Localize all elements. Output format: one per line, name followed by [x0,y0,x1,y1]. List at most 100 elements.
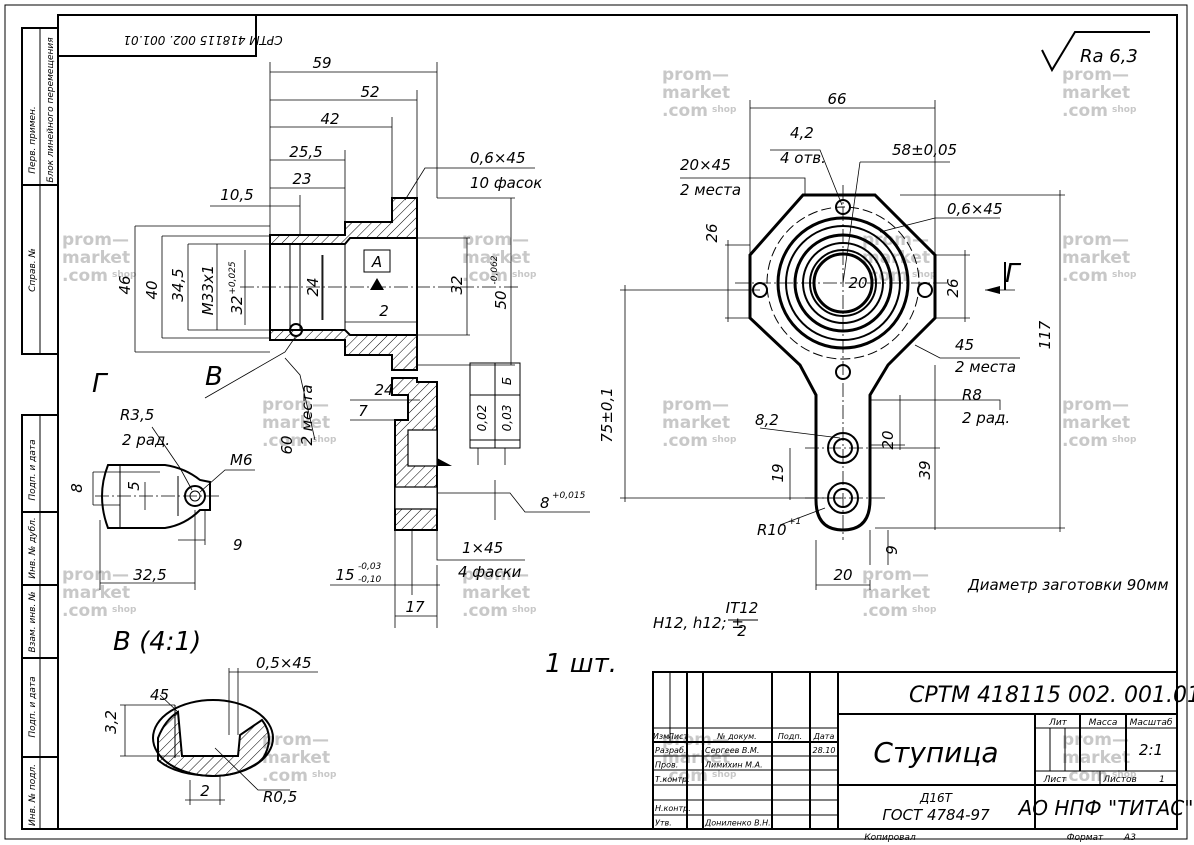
tb-header-cell: Дата [813,732,835,741]
tb-signer-name: Дониленко В.Н. [704,819,771,828]
watermark-text: .com [1062,766,1108,786]
dim-26a: 26 [703,223,721,242]
watermark-text: .com [862,601,908,621]
dim-60: 60 [278,435,296,454]
dim-4-2-note: 4 отв. [780,149,826,167]
dim-8: 8 [540,494,550,512]
tb-header-cell: Лист [667,732,689,741]
watermark-text: market [262,748,330,768]
dim-20b: 20 [879,430,897,449]
dim-19: 19 [769,463,787,482]
label-inv-podl: Инв. № подл. [28,764,38,826]
watermark-shop: shop [312,770,337,780]
watermark-text: market [1062,83,1130,103]
watermark-text: prom— [662,65,729,85]
watermark-shop: shop [1112,770,1137,780]
watermark-text: prom— [1062,395,1129,415]
watermark-shop: shop [1112,435,1137,445]
watermark-text: market [862,583,930,603]
watermark-shop: shop [112,270,137,280]
watermark-text: .com [262,766,308,786]
part-name: Ступица [873,736,998,769]
watermark-shop: shop [712,770,737,780]
label-podp-data-2: Подп. и дата [28,676,38,737]
watermark-text: prom— [262,730,329,750]
tb-header-cell: № докум. [716,732,756,741]
col-lit: Лит [1048,718,1068,728]
dim-117: 117 [1036,320,1054,349]
tb-header-cell: Подп. [778,732,802,741]
dim-52: 52 [360,83,379,101]
dim-20c: 20 [833,566,852,584]
watermark: prom—market.com shop [262,730,337,786]
sheets-label: Листов [1102,775,1137,785]
dim-chamfer-06: 0,6×45 [947,200,1003,218]
dim-15-up: -0,03 [358,562,382,572]
dim-15: 15 [335,566,354,584]
note-tolerance-num: IT12 [726,599,759,617]
mirrored-designation: СРТМ 418115 002. 001.01 [123,33,282,47]
note-tolerance-den: 2 [737,622,747,640]
datum-B: Б [500,377,514,385]
dim-8-tol: +0,015 [552,491,586,501]
dim-slot-9: 9 [233,536,243,554]
dim-slot-5: 5 [125,481,143,491]
watermark-text: market [462,583,530,603]
dim-60-note: 2 места [298,384,316,445]
tolerance-frame: 0,02 0,03 Б [469,362,521,465]
copied-label: Копировал [864,833,916,843]
dim-59: 59 [312,54,331,72]
mirrored-designation-box: СРТМ 418115 002. 001.01 [58,15,283,57]
watermark-text: prom— [1062,230,1129,250]
designation: СРТМ 418115 002. 001.01 [909,683,1194,708]
watermark-text: prom— [262,395,329,415]
watermark-text: market [462,248,530,268]
note-tolerance: H12, h12; ± [653,614,744,632]
watermark-text: market [662,413,730,433]
dim-10-5: 10,5 [220,186,253,204]
label-perv-primen: Перв. примен. [28,106,38,174]
watermark-text: .com [462,266,508,286]
watermark-text: market [62,583,130,603]
dim-23: 23 [292,170,311,188]
watermark-shop: shop [512,270,537,280]
chamfer-1x45-note: 4 фаски [458,563,522,581]
watermark-text: market [662,748,730,768]
watermark-shop: shop [112,605,137,615]
scale-value: 2:1 [1139,741,1163,759]
dim-66: 66 [827,90,846,108]
detail-B: В (4:1) 0,5×45 45 3,2 2 R0,5 [102,627,318,806]
watermark: prom—market.com shop [662,730,737,786]
dim-75: 75±0,1 [598,387,616,443]
watermark-text: .com [1062,266,1108,286]
dim-15-dn: -0,10 [358,575,382,585]
watermark-text: .com [262,431,308,451]
watermark-text: prom— [62,230,129,250]
watermark-shop: shop [712,435,737,445]
dim-40: 40 [143,280,161,299]
detail-B-2: 2 [200,782,210,800]
title-block: СРТМ 418115 002. 001.01 Ступица Д16Т ГОС… [652,671,1194,843]
watermark-text: .com [662,431,708,451]
watermark-shop: shop [912,605,937,615]
watermark-text: .com [662,766,708,786]
dim-chamfer-20-note: 2 места [680,181,741,199]
detail-B-R05: R0,5 [263,788,297,806]
dim-R10-tol: +1 [788,517,801,527]
dim-24: 24 [304,277,322,296]
watermark-text: prom— [662,730,729,750]
section-letter-B: В [205,362,223,392]
side-strip: Перв. примен. Блок линейного перемещения… [21,27,59,830]
note-blank-diameter: Диаметр заготовки 90мм [967,576,1169,594]
detail-B-label: В (4:1) [113,627,201,657]
dim-slot-8: 8 [68,483,86,493]
